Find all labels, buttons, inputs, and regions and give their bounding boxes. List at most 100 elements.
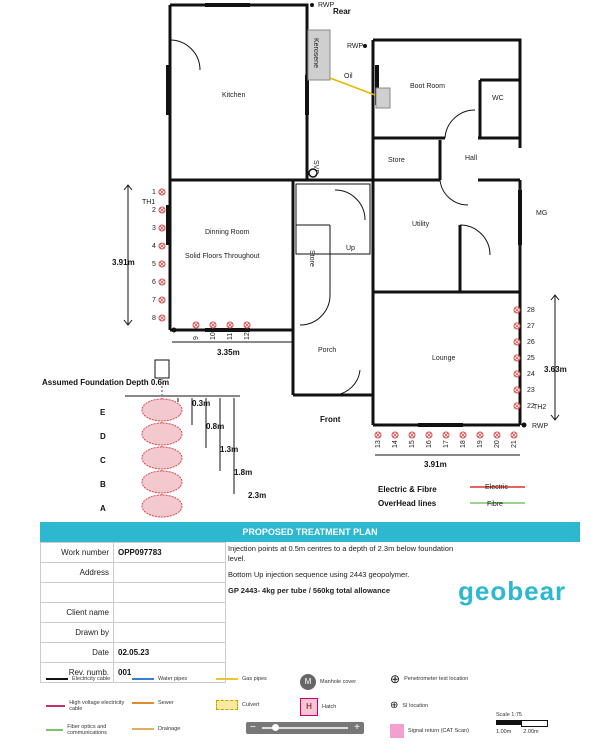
depth-letter: C (100, 456, 106, 465)
injection-point-label: 19 (477, 440, 484, 448)
depth-letter: E (100, 408, 106, 417)
zoom-in-button[interactable]: + (354, 722, 360, 733)
injection-point: 16 (425, 431, 433, 448)
rwp-marker (310, 3, 314, 7)
injection-point: 10 (209, 321, 217, 340)
injection-point-label: 24 (527, 371, 535, 378)
injection-bulbs: E D C B A (100, 398, 183, 518)
info-row (40, 582, 226, 603)
legend-electricity: Electricity cable (46, 676, 110, 682)
injection-point: 17 (442, 431, 450, 448)
dim-bottom-width: 3.35m (217, 348, 240, 357)
injection-point-label: 17 (443, 440, 450, 448)
depth-letter: B (100, 480, 106, 489)
legend-gas: Gas pipes (216, 676, 267, 682)
injection-point: 8 (152, 314, 166, 322)
injection-point: 9 (192, 321, 200, 340)
dimensions: 3.91m 3.35m 3.63m 3.91m (112, 184, 567, 469)
info-key: Rev. numb. (40, 662, 114, 683)
zoom-handle[interactable] (272, 724, 279, 731)
plan-notes: Injection points at 0.5m centres to a de… (228, 544, 466, 602)
injection-point-label: 28 (527, 307, 535, 314)
injection-point: 22 (513, 402, 535, 410)
dining-label: Dinning Room (205, 229, 250, 236)
injection-point: 24 (513, 370, 535, 378)
injection-point: 19 (476, 431, 484, 448)
hatch-icon: H (300, 698, 318, 716)
th2-label: TH2 (533, 404, 546, 411)
plan-header: PROPOSED TREATMENT PLAN (40, 522, 580, 542)
injection-point-label: 11 (227, 333, 234, 340)
injection-point: 27 (513, 322, 535, 330)
solid-floors-label: Solid Floors Throughout (185, 253, 260, 260)
svp-label: SVP (312, 160, 319, 174)
injection-point: 11 (226, 321, 234, 340)
utility-label: Utility (412, 221, 430, 228)
depth-letter: D (100, 432, 106, 441)
injection-point-label: 20 (494, 440, 501, 448)
store-upper-label: Store (388, 157, 405, 164)
info-key: Work number (40, 542, 114, 563)
dim-lounge-width: 3.91m (424, 460, 447, 469)
injection-point-label: 25 (527, 355, 535, 362)
injection-point: 3 (152, 224, 166, 232)
info-row: Address (40, 562, 226, 583)
mg-label: MG (536, 210, 547, 217)
legend-hv: High voltage electricity cable (46, 700, 130, 712)
legend-sewer: Sewer (132, 700, 174, 706)
floor-plan: Kitchen Dinning Room Solid Floors Throug… (42, 2, 567, 518)
rear-label: Rear (333, 7, 351, 16)
room-labels: Kitchen Dinning Room Solid Floors Throug… (142, 2, 549, 430)
overhead-line2: OverHead lines (378, 499, 437, 508)
injection-point-label: 5 (152, 261, 156, 268)
legend-water: Water pipes (132, 676, 187, 682)
depth-value: 0.8m (206, 422, 224, 431)
injection-point-label: 13 (375, 440, 382, 448)
info-row: Rev. numb.001 (40, 662, 226, 683)
injection-point-label: 7 (152, 297, 156, 304)
rwp-boot-label: RWP (347, 43, 364, 50)
lounge-label: Lounge (432, 355, 455, 362)
injection-point-label: 3 (152, 225, 156, 232)
legend-signal: Signal return (CAT Scan) (390, 724, 480, 738)
injection-point: 1 (152, 188, 166, 196)
injection-point-label: 22 (527, 403, 535, 410)
zoom-slider[interactable]: − + (246, 722, 364, 734)
legend-drainage: Drainage (132, 726, 180, 732)
hall-label: Hall (465, 155, 478, 162)
up-label: Up (346, 245, 355, 252)
injection-point-label: 4 (152, 243, 156, 250)
info-key (40, 582, 114, 603)
info-value (113, 622, 226, 643)
injection-bulb (141, 422, 183, 446)
info-value (113, 562, 226, 583)
injection-point: 21 (510, 431, 518, 448)
kitchen-label: Kitchen (222, 92, 245, 99)
info-value (113, 602, 226, 623)
manhole-icon: M (300, 674, 316, 690)
injection-point-label: 10 (210, 332, 217, 340)
store-side-label: Store (308, 250, 315, 267)
electric-key: Electric (485, 484, 508, 491)
zoom-out-button[interactable]: − (250, 722, 256, 733)
injection-point: 23 (513, 386, 535, 394)
info-value: 001 (113, 662, 226, 683)
info-key: Drawn by (40, 622, 114, 643)
depth-value: 0.3m (192, 399, 210, 408)
si-crosshair-icon: ⊕ (390, 700, 399, 711)
depth-letter: A (100, 504, 106, 513)
injection-point-label: 18 (460, 440, 467, 448)
zoom-track[interactable] (262, 724, 348, 731)
rwp-marker (363, 44, 367, 48)
depth-value: 2.3m (248, 491, 266, 500)
rwp-marker (171, 327, 177, 333)
geobear-logo: geobear (458, 576, 567, 606)
